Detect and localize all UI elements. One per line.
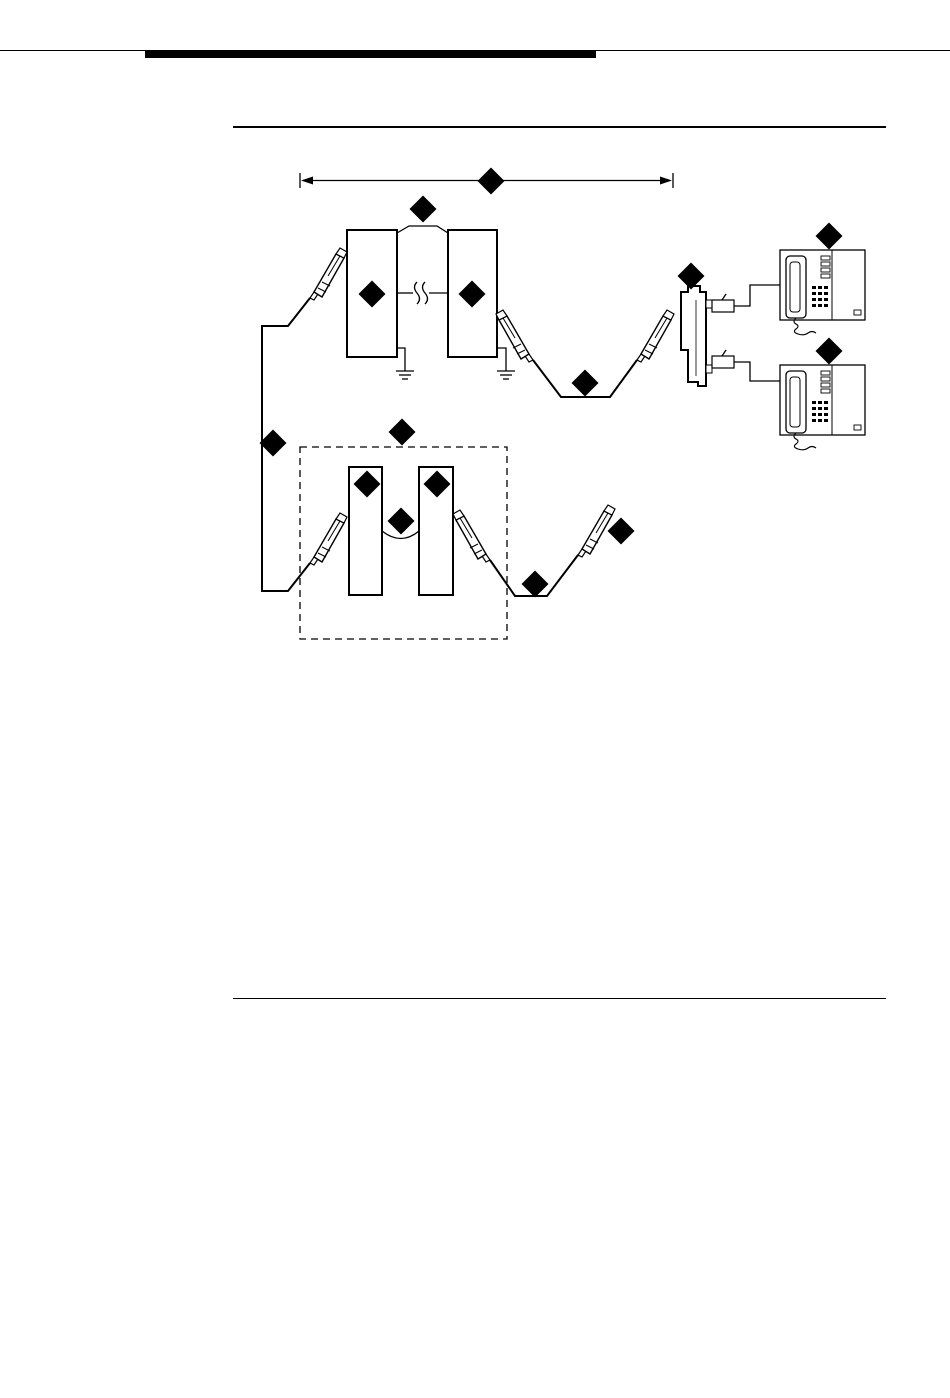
loose-connector-callout <box>608 518 635 545</box>
cable-lower-middle-callout <box>572 370 599 397</box>
group-right-plug <box>453 510 490 562</box>
cabinet-link-bracket <box>397 226 448 233</box>
connector-block-plug <box>637 310 674 362</box>
lower-telephone <box>780 365 865 450</box>
group-left-plug <box>310 513 347 565</box>
fiber-link <box>397 282 448 304</box>
link-top-callout <box>410 196 437 223</box>
phone-lower-callout <box>816 338 843 365</box>
left-cabinet-ground <box>396 348 414 379</box>
upper-station-cord <box>712 285 781 312</box>
connector-block <box>681 286 712 386</box>
lower-station-cord <box>712 350 781 381</box>
left-cabinet-plug <box>310 248 347 300</box>
phone-upper-callout <box>816 223 843 250</box>
cable-bottom-callout <box>522 571 549 598</box>
upper-telephone <box>780 250 865 335</box>
group-link-callout <box>388 508 415 535</box>
left-cable-callout <box>260 430 287 457</box>
right-cabinet-ground <box>497 348 515 379</box>
span-arrow-callout <box>478 168 505 195</box>
dashed-group-callout <box>389 419 416 446</box>
right-cabinet-plug <box>496 310 533 362</box>
